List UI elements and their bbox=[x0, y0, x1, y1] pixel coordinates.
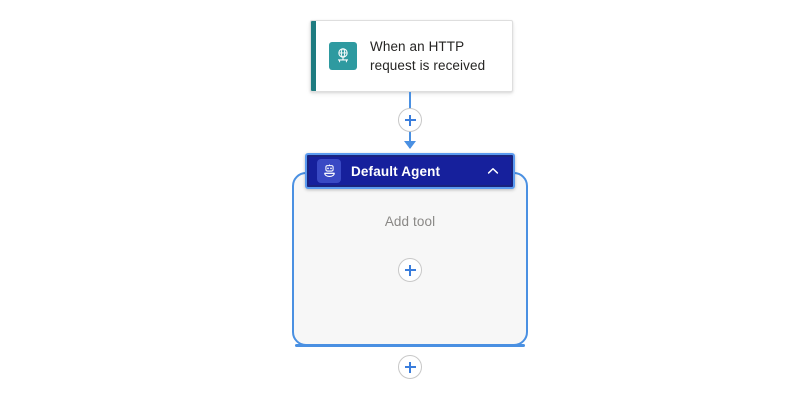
trigger-label-line-2: request is received bbox=[370, 58, 486, 73]
trigger-card-label: When an HTTP request is received bbox=[370, 37, 485, 75]
trigger-card-http-request[interactable]: When an HTTP request is received bbox=[310, 20, 513, 92]
robot-bot-icon bbox=[317, 159, 341, 183]
agent-header-default-agent[interactable]: Default Agent bbox=[309, 157, 511, 185]
trigger-label-line-1: When an HTTP bbox=[370, 39, 465, 54]
http-request-globe-icon bbox=[329, 42, 357, 70]
add-step-button-after-trigger[interactable] bbox=[398, 108, 422, 132]
agent-header-selection-ring: Default Agent bbox=[305, 153, 515, 189]
add-tool-button[interactable] bbox=[398, 258, 422, 282]
add-step-button-below-agent[interactable] bbox=[398, 355, 422, 379]
connector-line-below-agent bbox=[295, 344, 525, 347]
chevron-up-icon[interactable] bbox=[484, 162, 502, 180]
trigger-accent-bar bbox=[311, 21, 316, 91]
add-tool-label: Add tool bbox=[384, 214, 436, 229]
connector-arrowhead bbox=[404, 141, 416, 149]
agent-title: Default Agent bbox=[351, 163, 441, 179]
